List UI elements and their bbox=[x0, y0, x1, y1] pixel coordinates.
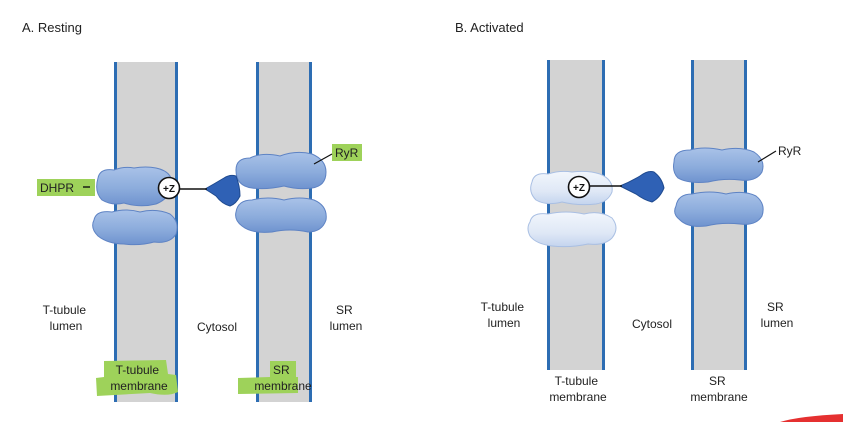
ryr-cytosolic-domain-a bbox=[204, 174, 241, 207]
svg-text:+Z: +Z bbox=[573, 183, 585, 194]
ttubule-membrane-highlight-a bbox=[96, 360, 178, 396]
cytosol-label-b: Cytosol bbox=[632, 317, 672, 331]
ttubule-membrane-label-a: T-tubule membrane bbox=[110, 363, 168, 393]
ttubule-membrane-label-b: T-tubule membrane bbox=[549, 374, 607, 404]
voltage-sensor-a: +Z bbox=[157, 176, 181, 200]
ryr-lower-b bbox=[674, 191, 764, 227]
ryr-lower-a bbox=[235, 197, 327, 233]
panel-b-title: B. Activated bbox=[455, 20, 524, 35]
sr-lumen-label-a: SR lumen bbox=[330, 303, 363, 333]
cytosol-label-a: Cytosol bbox=[197, 320, 237, 334]
ryr-label-highlight-a bbox=[332, 144, 362, 161]
sr-lumen-label-b: SR lumen bbox=[761, 300, 794, 330]
voltage-sensor-b: +Z bbox=[567, 175, 591, 199]
dhpr-label-highlight bbox=[37, 179, 95, 196]
sr-membrane-label-b: SR membrane bbox=[690, 374, 748, 404]
panel-a: A. Resting +Z DHPR bbox=[22, 20, 362, 402]
ryr-label-a: RyR bbox=[335, 146, 359, 160]
ryr-cytosolic-domain-b bbox=[618, 171, 665, 203]
red-annotation-stroke bbox=[780, 414, 843, 422]
panel-b: B. Activated +Z RyR bbox=[455, 20, 802, 404]
dhpr-lower-b bbox=[527, 211, 617, 248]
sr-membrane-label-a: SR membrane bbox=[254, 363, 312, 393]
ryr-upper-b bbox=[673, 147, 764, 183]
ttubule-lumen-label-a: T-tubule lumen bbox=[43, 303, 90, 333]
dhpr-label: DHPR bbox=[40, 181, 74, 195]
ryr-upper-a bbox=[235, 151, 327, 190]
panel-a-title: A. Resting bbox=[22, 20, 82, 35]
dhpr-lower-a bbox=[92, 209, 178, 246]
sr-membrane-highlight-a bbox=[238, 361, 298, 394]
svg-text:+Z: +Z bbox=[163, 184, 175, 195]
ryr-label-b: RyR bbox=[778, 144, 802, 158]
ttubule-lumen-label-b: T-tubule lumen bbox=[481, 300, 528, 330]
